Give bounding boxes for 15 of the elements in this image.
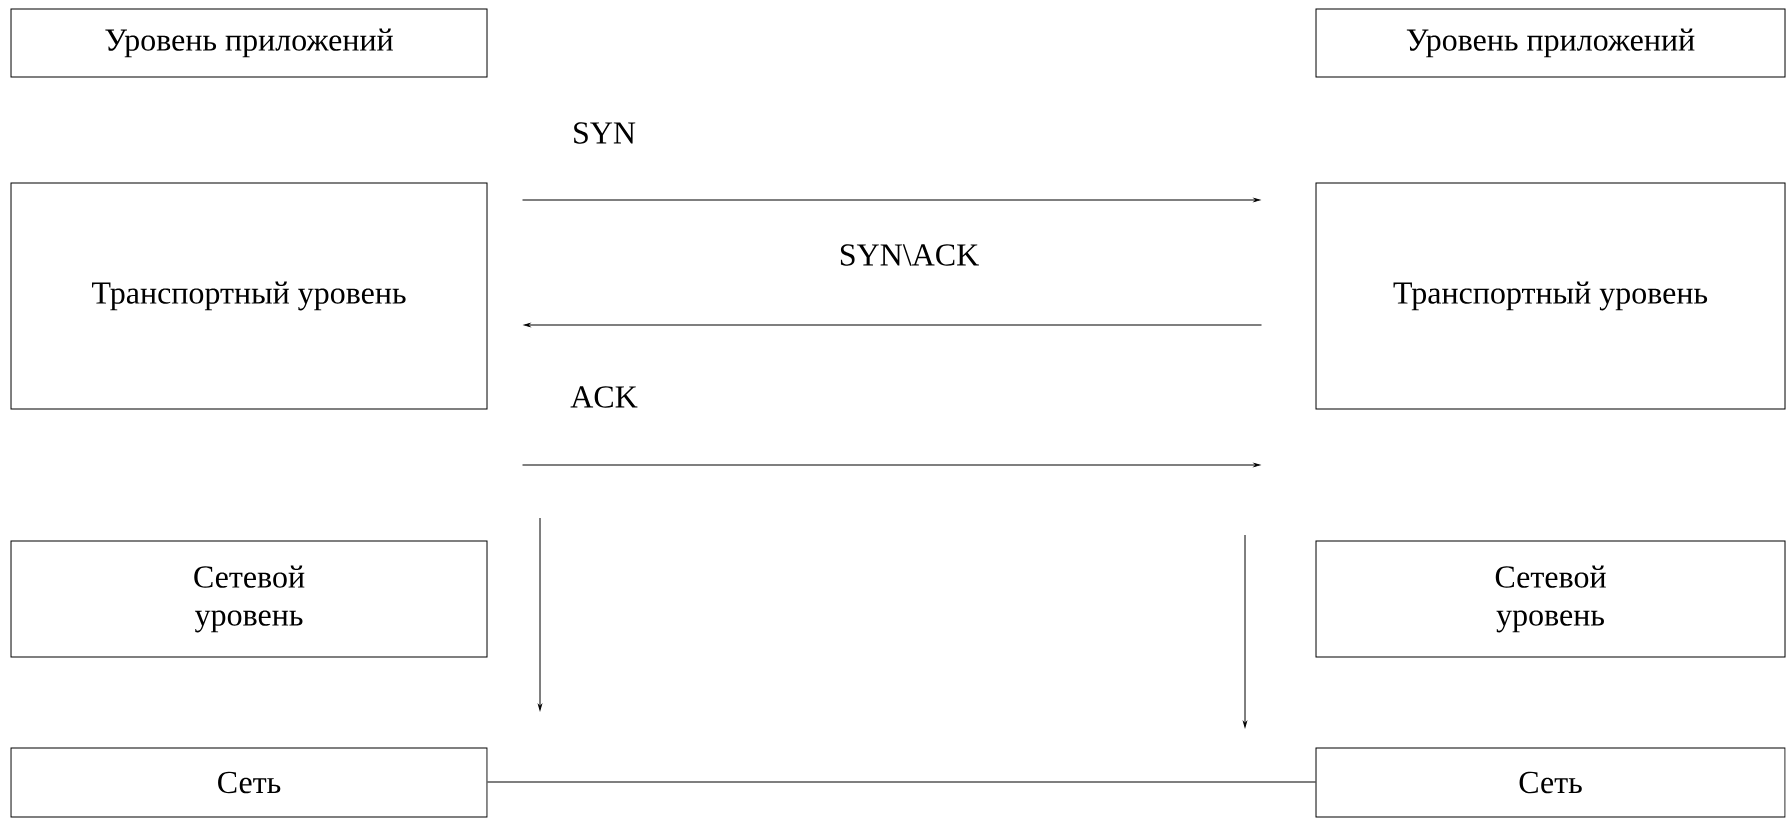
edge-label: SYN\ACK	[840, 244, 979, 266]
layer-box: Уровень приложений	[10, 8, 488, 78]
layer-box: Сеть	[10, 747, 488, 818]
layer-box: Уровень приложений	[1315, 8, 1786, 78]
layer-box: Сетевой уровень	[1315, 540, 1786, 658]
layer-box: Транспортный уровень	[10, 182, 488, 410]
connection-line	[487, 781, 1316, 783]
edge-label: ACK	[570, 386, 638, 408]
arrow	[523, 323, 1262, 327]
layer-box: Сеть	[1315, 747, 1786, 818]
edge-label: SYN	[574, 122, 636, 144]
layer-box: Транспортный уровень	[1315, 182, 1786, 410]
arrow	[522, 198, 1261, 202]
arrow	[522, 463, 1261, 467]
layer-box: Сетевой уровень	[10, 540, 488, 658]
